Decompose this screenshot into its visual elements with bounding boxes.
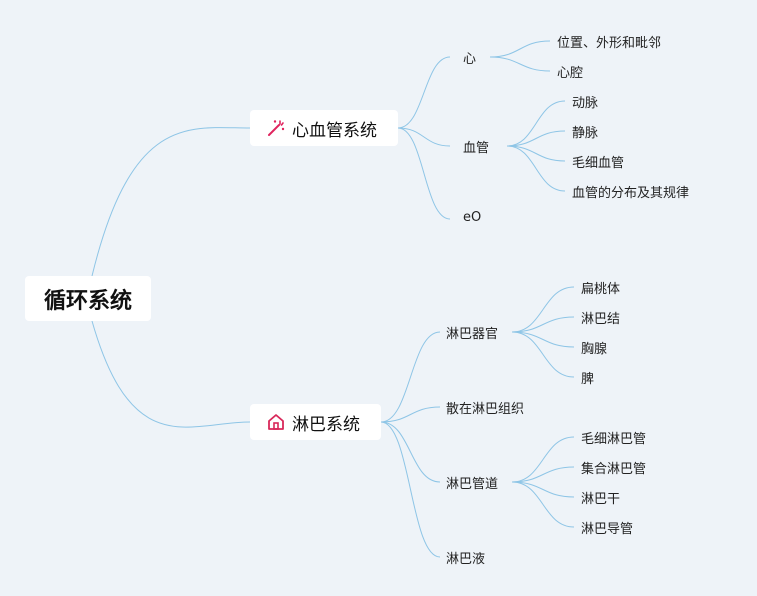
sub-node[interactable]: 淋巴液	[446, 552, 486, 567]
leaf-node[interactable]: 毛细血管	[572, 156, 625, 171]
sub-node[interactable]: 淋巴器官	[446, 327, 499, 342]
branch-node-lymphatic[interactable]: 淋巴系统	[250, 404, 381, 440]
connector-sub-leaf	[511, 436, 575, 483]
connector-sub-leaf	[506, 100, 566, 147]
leaf-node[interactable]: 心腔	[557, 66, 584, 81]
leaf-node[interactable]: 淋巴结	[581, 312, 621, 327]
leaf-node[interactable]: 胸腺	[581, 342, 608, 357]
leaf-node[interactable]: 动脉	[572, 96, 599, 111]
root-label: 循环系统	[43, 288, 132, 314]
connector-branch-sub	[397, 127, 451, 147]
leaf-node[interactable]: 集合淋巴管	[581, 462, 647, 477]
branch-label: 心血管系统	[292, 120, 377, 141]
connector-root-branch	[91, 127, 251, 277]
root-node[interactable]: 循环系统	[25, 276, 151, 321]
branch-node-cardiovascular[interactable]: 心血管系统	[250, 110, 398, 146]
leaf-node[interactable]: 淋巴干	[581, 492, 621, 507]
connector-sub-leaf	[511, 466, 575, 483]
sub-node[interactable]: eO	[463, 210, 482, 225]
connector-sub-leaf	[511, 331, 575, 348]
connector-branch-sub	[397, 56, 451, 129]
sub-node[interactable]: 散在淋巴组织	[446, 402, 525, 417]
home-icon	[268, 414, 284, 430]
connector-sub-leaf	[506, 145, 566, 192]
leaf-node[interactable]: 扁桃体	[581, 282, 621, 297]
connector-branch-sub	[380, 406, 441, 423]
connector-sub-leaf	[489, 56, 551, 72]
magic-wand-icon	[268, 120, 285, 136]
sub-node[interactable]: 血管	[463, 141, 490, 156]
leaf-node[interactable]: 位置、外形和毗邻	[557, 36, 662, 51]
connector-sub-leaf	[511, 481, 575, 498]
connector-sub-leaf	[511, 331, 575, 378]
connector-sub-leaf	[489, 40, 551, 58]
leaf-node[interactable]: 淋巴导管	[581, 522, 634, 537]
leaf-node[interactable]: 毛细淋巴管	[581, 432, 647, 447]
connector-branch-sub	[380, 421, 441, 558]
connector-branch-sub	[380, 331, 441, 423]
connector-sub-leaf	[511, 316, 575, 333]
leaf-node[interactable]: 脾	[581, 372, 595, 387]
connector-sub-leaf	[506, 145, 566, 162]
connector-branch-sub	[380, 421, 441, 483]
connector-sub-leaf	[511, 286, 575, 333]
connector-sub-leaf	[506, 130, 566, 147]
connector-branch-sub	[397, 127, 451, 220]
branch-label: 淋巴系统	[292, 414, 360, 435]
leaf-node[interactable]: 血管的分布及其规律	[572, 186, 690, 201]
connector-root-branch	[91, 320, 251, 428]
sub-node[interactable]: 心	[463, 52, 477, 67]
connector-sub-leaf	[511, 481, 575, 528]
sub-node[interactable]: 淋巴管道	[446, 477, 499, 492]
leaf-node[interactable]: 静脉	[572, 126, 599, 141]
